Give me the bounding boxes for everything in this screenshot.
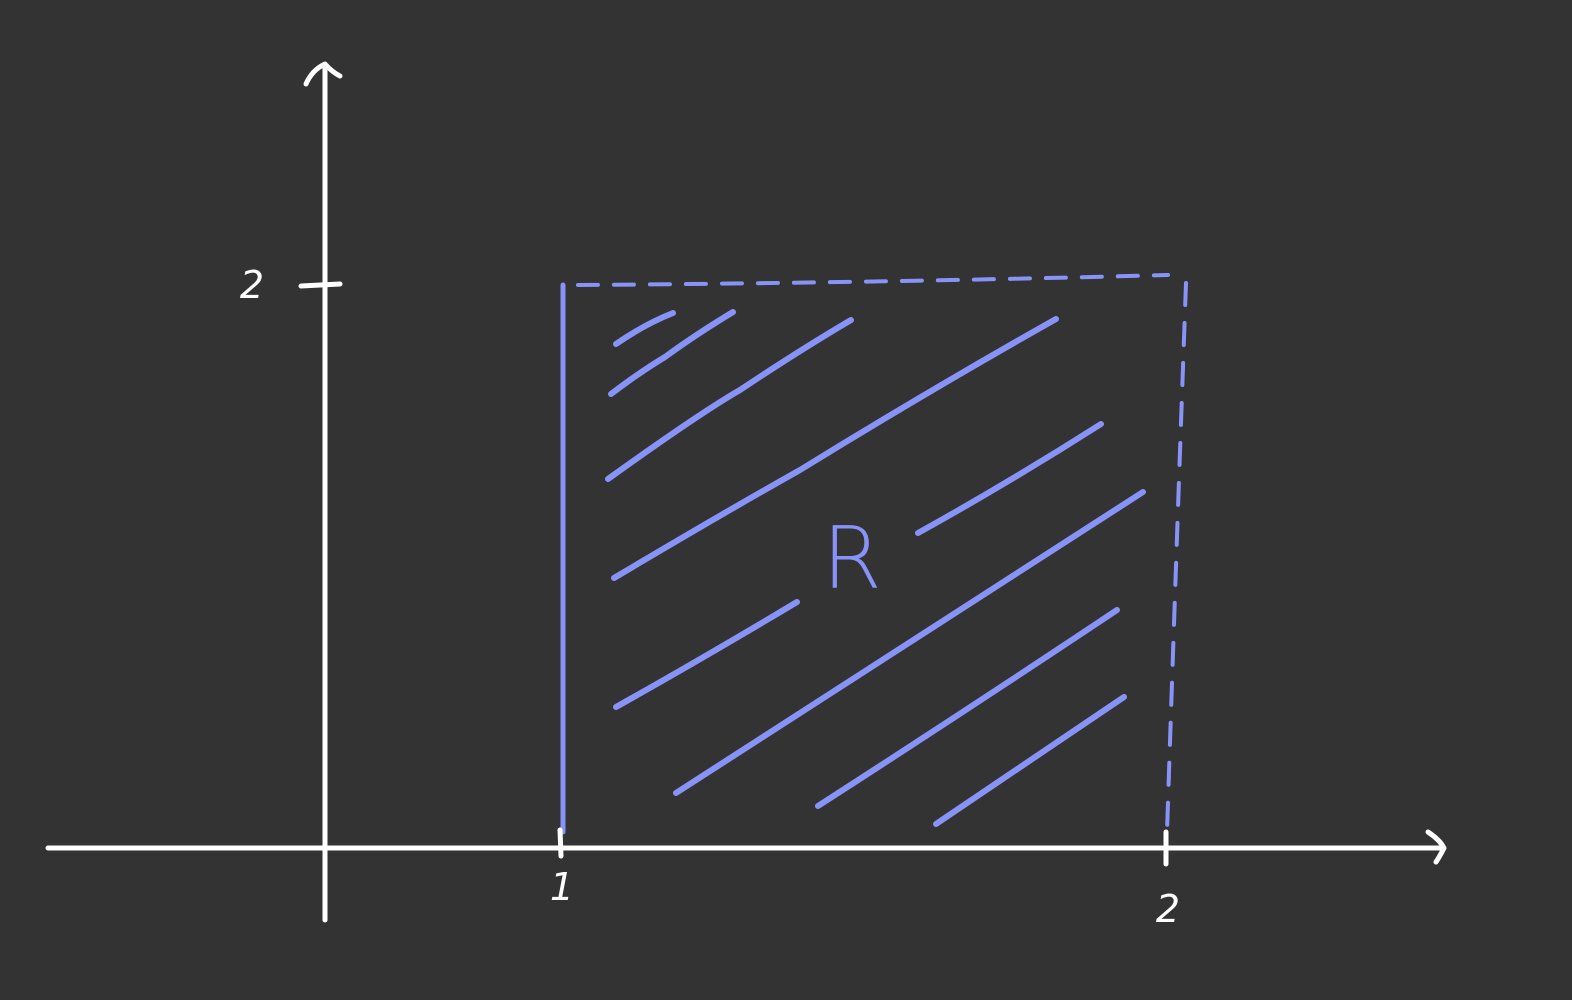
region-label: R [822,509,882,609]
x-tick-1-label: 1 [550,865,574,909]
y-tick-2-label: 2 [240,263,264,307]
hatch-line [613,310,676,347]
region-hatching [605,309,1146,827]
y-tick-2 [298,281,343,289]
hatch-line [815,607,1120,809]
hatch-line [613,599,800,710]
hatch-line [915,421,1104,536]
axes: 1 2 2 [45,61,1447,931]
hatch-line [933,694,1127,827]
region-top-boundary [576,273,1170,287]
x-tick-2-label: 2 [1156,887,1180,931]
region-r: R [560,273,1188,835]
hatch-line [673,489,1146,796]
hatch-line [611,316,1059,581]
hatch-line [605,317,854,482]
arrow-up-icon [303,61,343,87]
arrow-right-icon [1425,829,1447,865]
hatch-line [608,309,736,397]
x-tick-1 [557,827,564,859]
